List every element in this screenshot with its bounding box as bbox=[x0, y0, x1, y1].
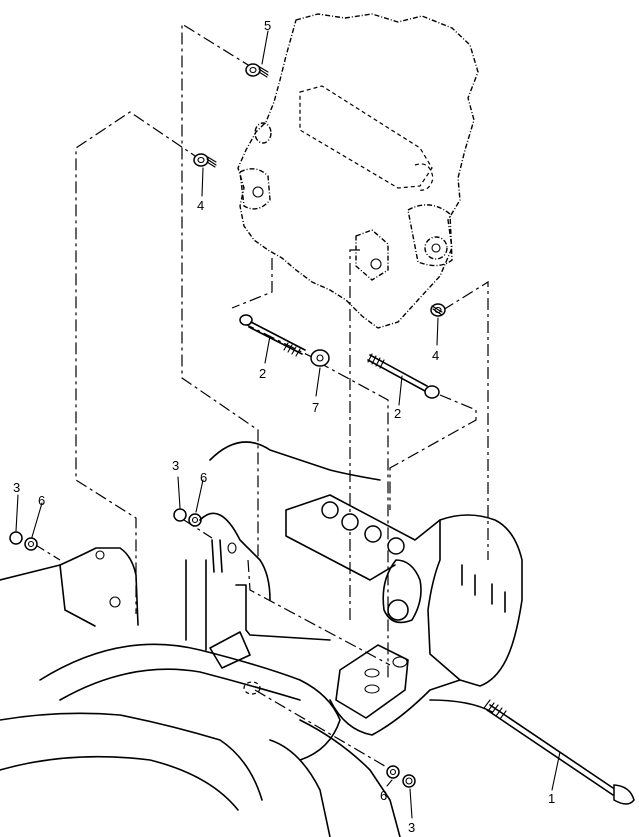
bolt-item-1 bbox=[483, 699, 635, 805]
callout-labels: 5 4 4 2 7 2 3 6 3 6 1 6 3 bbox=[13, 18, 555, 835]
frame-rails bbox=[0, 512, 493, 837]
callout-3-left: 3 bbox=[13, 480, 20, 495]
bolt-item-2-right bbox=[367, 353, 440, 399]
bolt-item-2-left bbox=[239, 314, 306, 357]
callout-6-mid: 6 bbox=[200, 470, 207, 485]
callout-7: 7 bbox=[312, 400, 319, 415]
callout-3-mid: 3 bbox=[172, 458, 179, 473]
callout-6-bottom: 6 bbox=[380, 788, 387, 803]
engine-block bbox=[237, 13, 479, 329]
callout-4-upper: 4 bbox=[197, 198, 204, 213]
bolt-item-5 bbox=[245, 63, 269, 78]
callout-4-lower: 4 bbox=[432, 348, 439, 363]
nut-washer-mid bbox=[173, 508, 202, 527]
callout-6-left: 6 bbox=[38, 493, 45, 508]
callout-2-left: 2 bbox=[259, 366, 266, 381]
alignment-lines bbox=[33, 22, 489, 773]
callout-5: 5 bbox=[264, 18, 271, 33]
bolt-item-4-upper bbox=[193, 153, 217, 168]
callout-3-bottom: 3 bbox=[408, 820, 415, 835]
callout-2-right: 2 bbox=[394, 406, 401, 421]
nut-washer-left bbox=[9, 531, 38, 551]
transmission-housing bbox=[209, 441, 523, 736]
callout-1: 1 bbox=[548, 791, 555, 806]
bolt-item-4-lower bbox=[430, 303, 446, 317]
callout-leaders bbox=[15, 30, 561, 819]
washer-item-7 bbox=[310, 349, 330, 367]
nut-washer-bottom bbox=[386, 765, 416, 788]
